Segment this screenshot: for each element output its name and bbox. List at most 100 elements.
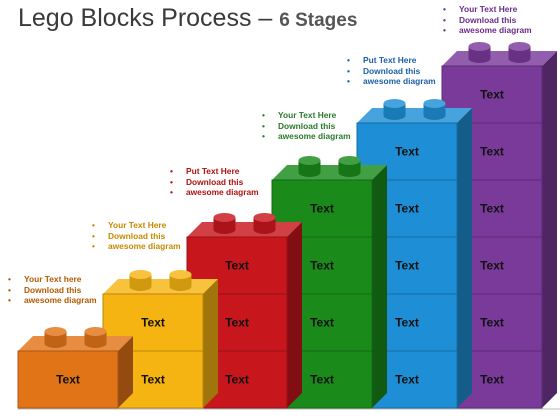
stage-2-side (203, 279, 218, 408)
stage-5-block-2-label: Text (395, 316, 419, 330)
stage-4-block-2-label: Text (310, 316, 334, 330)
stage-2-note-line: • Your Text Here (92, 220, 210, 231)
stage-6-block-5-label: Text (480, 145, 504, 159)
stage-5-note-line: •Put Text Here (347, 55, 465, 66)
stage-2-note-line: •awesome diagram (92, 241, 210, 252)
stage-3-note-line: •Put Text Here (170, 166, 288, 177)
stage-5-stud-1 (383, 99, 406, 108)
stage-6-note-line: • Your Text Here (443, 4, 560, 15)
bullet-icon: • (262, 120, 265, 131)
stage-6-note-text: Download this (459, 14, 517, 25)
stage-6-stud-1 (468, 42, 491, 51)
stage-3-note-line: • Download this (170, 177, 288, 188)
stage-3-stud-base (253, 225, 276, 234)
stage-4-stud-2 (338, 156, 361, 165)
stage-5-note: •Put Text Here•Download this•awesome dia… (347, 55, 465, 87)
stage-4-note-text: Your Text Here (278, 110, 337, 120)
stage-6-note-line: •awesome diagram (443, 25, 560, 36)
bullet-icon: • (8, 274, 11, 284)
stage-5-note-text: awesome diagram (363, 76, 436, 87)
title-subtitle: 6 Stages (279, 10, 358, 31)
bullet-icon: • (262, 131, 265, 142)
diagram-title: Lego Blocks Process – 6 Stages (18, 4, 357, 33)
bullet-icon: • (262, 110, 265, 120)
stage-1-block-1-label: Text (56, 373, 80, 387)
stage-1-note-text: Download this (24, 284, 82, 295)
stage-2-stud-base (129, 282, 152, 291)
bullet-icon: • (347, 76, 350, 87)
stage-4-top (272, 165, 387, 180)
stage-6-stud-base (508, 54, 531, 63)
stage-1-column: Text (17, 327, 133, 409)
stage-3-block-1-label: Text (225, 373, 249, 387)
stage-6-side (542, 51, 557, 408)
stage-1-note-line: • Your Text here (8, 274, 126, 285)
stage-5-note-text: Download this (363, 65, 421, 76)
stage-3-stud-1 (213, 213, 236, 222)
stage-3-note: •Put Text Here•Download this•awesome dia… (170, 166, 288, 198)
stage-3-block-3-label: Text (225, 259, 249, 273)
stage-6-block-2-label: Text (480, 316, 504, 330)
stage-4-stud-1 (298, 156, 321, 165)
stage-6-note-line: • Download this (443, 15, 560, 26)
stage-4-note-text: Download this (278, 120, 336, 131)
stage-6-stud-2 (508, 42, 531, 51)
stage-5-block-1-label: Text (395, 373, 419, 387)
stage-1-stud-2 (84, 327, 107, 336)
stage-4-stud-base (298, 168, 321, 177)
stage-4-stud-base (338, 168, 361, 177)
stage-5-block-3-label: Text (395, 259, 419, 273)
stage-3-note-text: Download this (186, 176, 244, 187)
stage-1-note-text: Your Text here (24, 274, 82, 284)
stage-5-stud-2 (423, 99, 446, 108)
stage-1-note: • Your Text here • Download this•awesome di… (8, 274, 126, 306)
stage-6-block-6-label: Text (480, 88, 504, 102)
bullet-icon: • (170, 176, 173, 187)
stage-1-block-1 (17, 350, 119, 409)
bullet-icon: • (92, 220, 95, 230)
stage-3-note-text: Put Text Here (186, 166, 240, 176)
bullet-icon: • (443, 25, 446, 36)
stage-3-block-2-label: Text (225, 316, 249, 330)
stage-5-stud-base (423, 111, 446, 120)
stage-4-block-1-label: Text (310, 373, 334, 387)
stage-1-note-line: • Download this (8, 285, 126, 296)
bullet-icon: • (170, 187, 173, 198)
stage-2-stud-1 (129, 270, 152, 279)
stage-6-note-text: Your Text Here (459, 4, 518, 14)
bullet-icon: • (443, 4, 446, 14)
stage-2-note-text: Download this (108, 230, 166, 241)
stage-1-note-line: •awesome diagram (8, 295, 126, 306)
stage-1-stud-base (84, 339, 107, 348)
stage-5-block-4-label: Text (395, 202, 419, 216)
bullet-icon: • (347, 65, 350, 76)
stage-6-note: • Your Text Here • Download this•awesome di… (443, 4, 560, 36)
stage-6-block-4-label: Text (480, 202, 504, 216)
stage-2-stud-base (169, 282, 192, 291)
stage-1-stud-1 (44, 327, 67, 336)
stage-2-block-2-label: Text (141, 316, 165, 330)
stage-5-side (457, 108, 472, 408)
stage-4-note: • Your Text Here • Download this•awesome di… (262, 110, 380, 142)
stage-3-note-line: • awesome diagram (170, 187, 288, 198)
stage-6-block-3-label: Text (480, 259, 504, 273)
stage-4-note-line: • Download this (262, 121, 380, 132)
stage-4-note-line: •awesome diagram (262, 131, 380, 142)
bullet-icon: • (92, 230, 95, 241)
bullet-icon: • (8, 284, 11, 295)
stage-2-note: • Your Text Here • Download this•awesome di… (92, 220, 210, 252)
title-main: Lego Blocks Process (18, 4, 252, 32)
stage-5-note-text: Put Text Here (363, 55, 417, 65)
stage-3-side (287, 222, 302, 408)
stage-2-stud-2 (169, 270, 192, 279)
stage-4-block-4-label: Text (310, 202, 334, 216)
stage-4-block-4 (271, 179, 373, 238)
stage-3-note-text: awesome diagram (186, 187, 259, 198)
bullet-icon: • (443, 14, 446, 25)
title-dash: – (251, 4, 280, 32)
stage-4-side (372, 165, 387, 408)
stage-2-note-text: Your Text Here (108, 220, 167, 230)
